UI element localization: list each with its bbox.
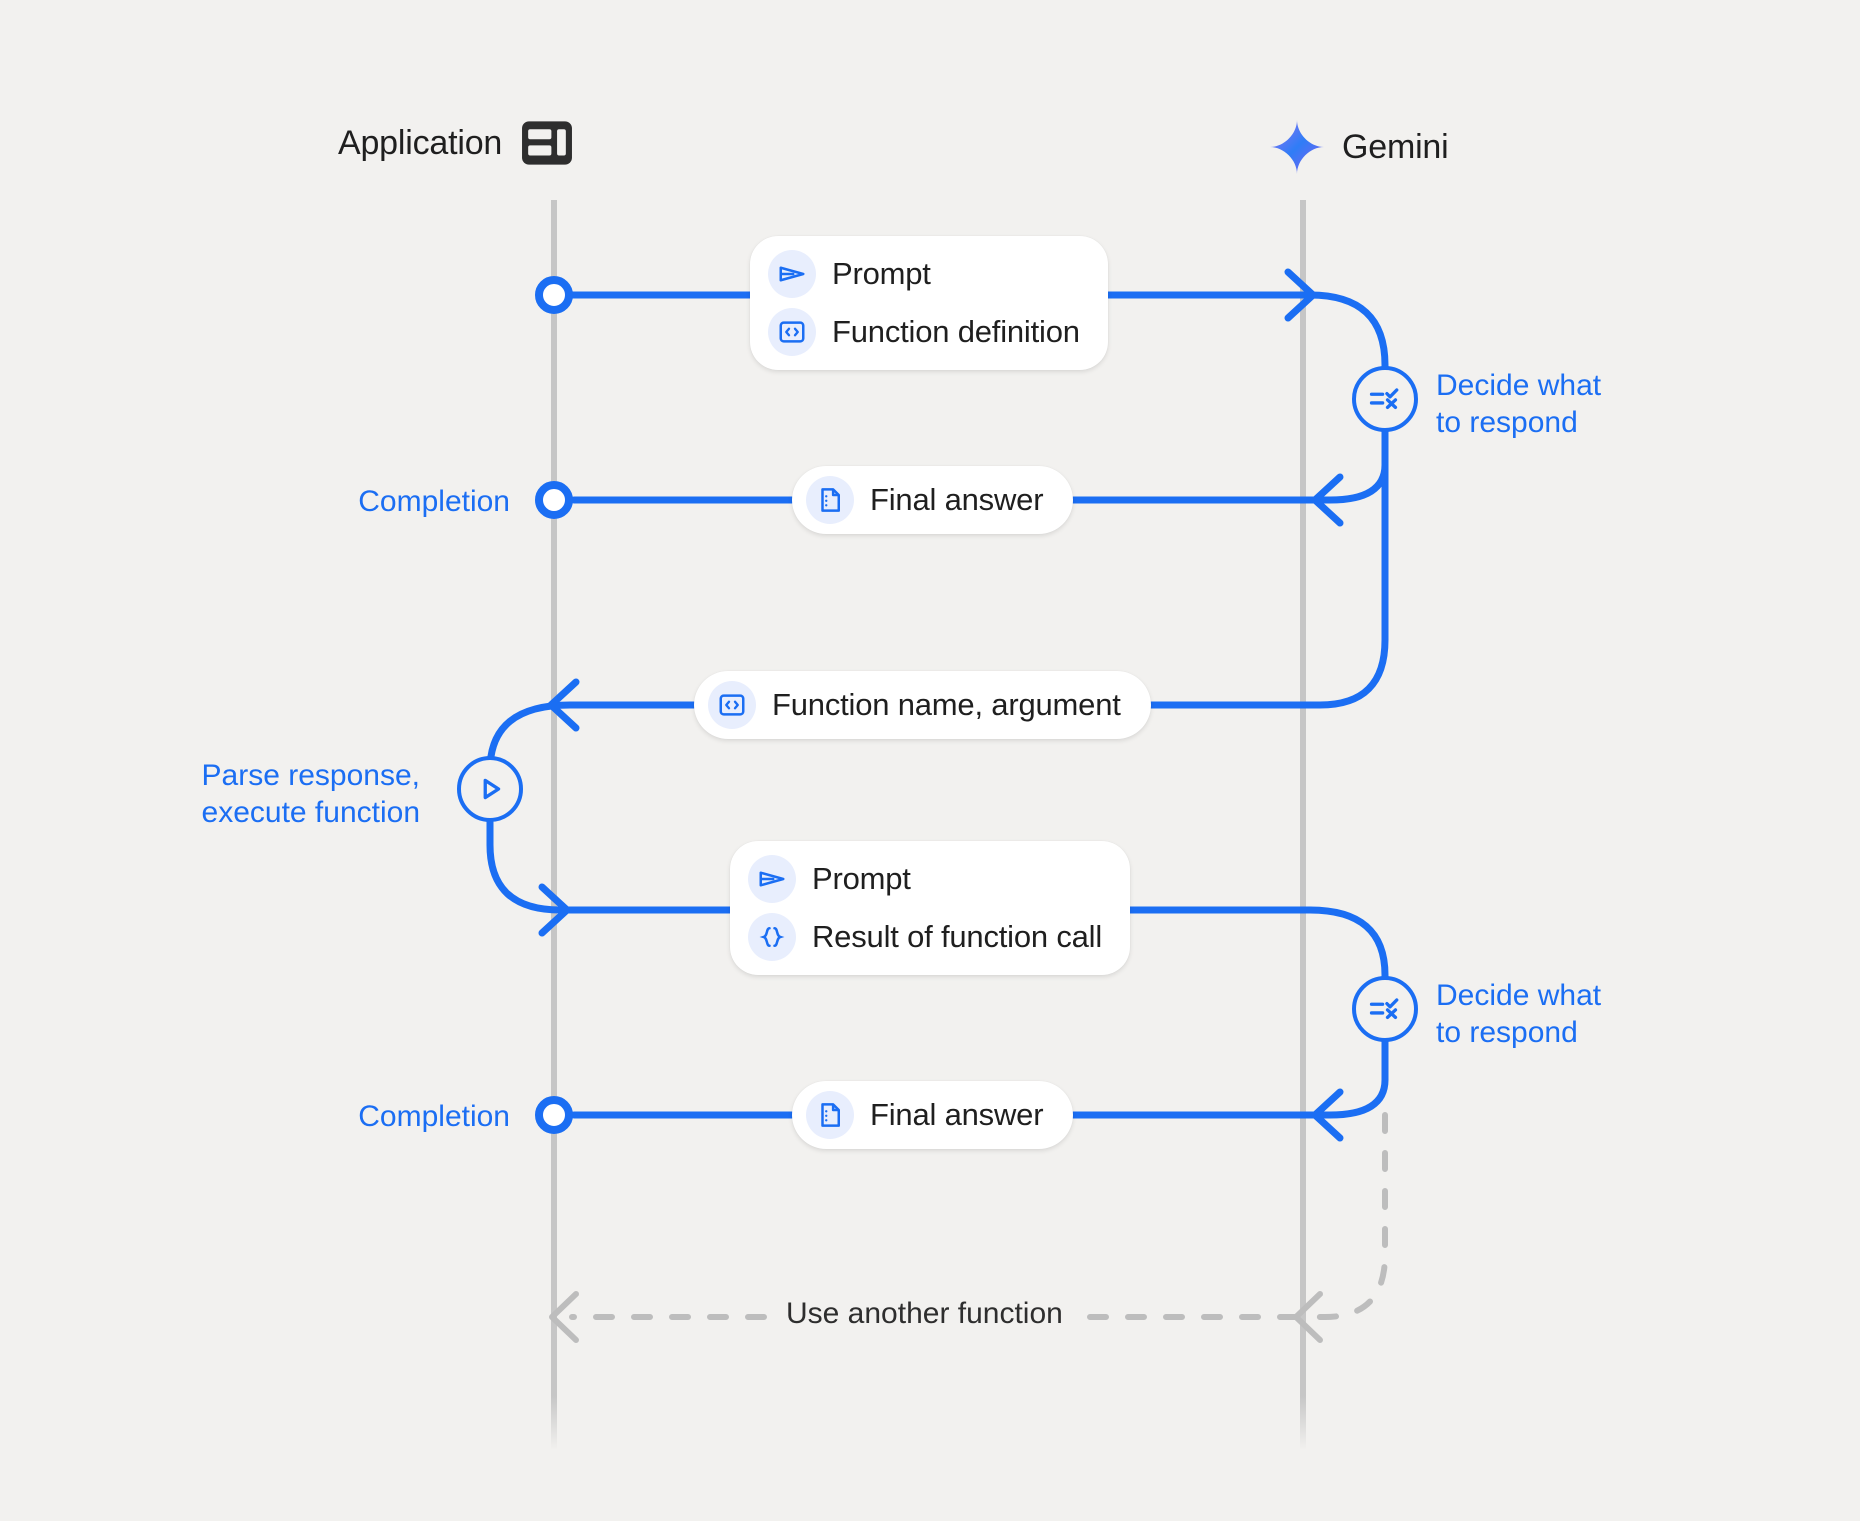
curly-braces-icon: [748, 913, 796, 961]
code-brackets-icon: [768, 308, 816, 356]
message-label: Prompt: [812, 861, 911, 896]
activity-badge-decide-2[interactable]: [1352, 976, 1418, 1042]
node-start-application: [535, 276, 573, 314]
message-prompt-function-definition[interactable]: Prompt Function definition: [750, 236, 1108, 370]
endpoint-label-completion-1: Completion: [358, 485, 510, 518]
activity-label-decide-1: Decide what to respond: [1436, 369, 1602, 439]
wire-loop-vertical: [1313, 1112, 1388, 1320]
column-label-gemini: Gemini: [1342, 127, 1449, 166]
message-item: Prompt: [748, 855, 1102, 903]
column-header-application: Application: [338, 120, 574, 166]
arrowhead-loop-gemini: [1293, 1291, 1323, 1343]
document-icon: [806, 476, 854, 524]
code-brackets-icon: [708, 681, 756, 729]
message-label: Final answer: [870, 1097, 1044, 1132]
activity-badge-parse-execute[interactable]: [457, 756, 523, 822]
node-completion-1: [535, 481, 573, 519]
message-label: Result of function call: [812, 919, 1103, 954]
message-final-answer-2[interactable]: Final answer: [792, 1081, 1074, 1149]
send-arrow-icon: [748, 855, 796, 903]
activity-label-parse-execute: Parse response, execute function: [201, 759, 420, 829]
endpoint-label-completion-2: Completion: [358, 1100, 510, 1133]
checklist-decision-icon: [1366, 380, 1404, 418]
message-function-call[interactable]: Function name, argument: [694, 671, 1151, 739]
message-item: Final answer: [806, 476, 1044, 524]
activity-label-decide-2: Decide what to respond: [1436, 979, 1602, 1049]
dashboard-layout-icon: [520, 120, 574, 166]
message-label: Function definition: [832, 314, 1080, 349]
gemini-sparkle-icon: [1270, 120, 1324, 174]
activity-badge-decide-1[interactable]: [1352, 366, 1418, 432]
column-label-application: Application: [338, 123, 503, 162]
message-item: Function name, argument: [708, 681, 1121, 729]
message-item: Result of function call: [748, 913, 1102, 961]
wire-decide1-down: [1306, 428, 1389, 709]
checklist-decision-icon: [1366, 990, 1404, 1028]
arrowhead-prompt: [1284, 268, 1317, 322]
message-label: Final answer: [870, 482, 1044, 517]
message-label: Prompt: [832, 256, 931, 291]
column-header-gemini: Gemini: [1270, 120, 1449, 174]
document-icon: [806, 1091, 854, 1139]
node-completion-2: [535, 1096, 573, 1134]
message-prompt-function-result[interactable]: Prompt Result of function call: [730, 841, 1131, 975]
message-item: Final answer: [806, 1091, 1044, 1139]
arrowhead-function-call: [547, 678, 580, 732]
message-label: Function name, argument: [772, 687, 1121, 722]
message-final-answer-1[interactable]: Final answer: [792, 466, 1074, 534]
arrowhead-final-answer-1: [1311, 473, 1344, 527]
loop-label-use-another-function: Use another function: [770, 1297, 1079, 1331]
send-arrow-icon: [768, 250, 816, 298]
arrowhead-prompt2: [538, 883, 571, 937]
play-triangle-icon: [471, 770, 509, 808]
arrowhead-final-answer-2: [1311, 1088, 1344, 1142]
message-item: Function definition: [768, 308, 1080, 356]
message-item: Prompt: [768, 250, 1080, 298]
arrowhead-loop-application: [549, 1291, 579, 1343]
